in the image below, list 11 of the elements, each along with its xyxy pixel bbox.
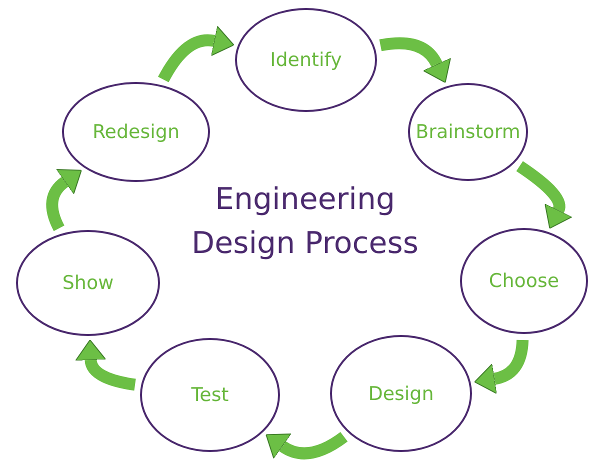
curved-arrow [46,168,82,231]
step-label: Redesign [92,121,180,143]
step-label: Identify [270,49,342,71]
curved-arrow [516,161,574,230]
step-label: Design [368,382,434,404]
curved-arrow [158,26,235,82]
step-label: Test [191,384,229,406]
step-label: Choose [488,270,560,292]
step-label: Brainstorm [416,121,520,143]
step-label: Show [62,272,114,294]
diagram-title: Engineering Design Process [190,181,420,263]
